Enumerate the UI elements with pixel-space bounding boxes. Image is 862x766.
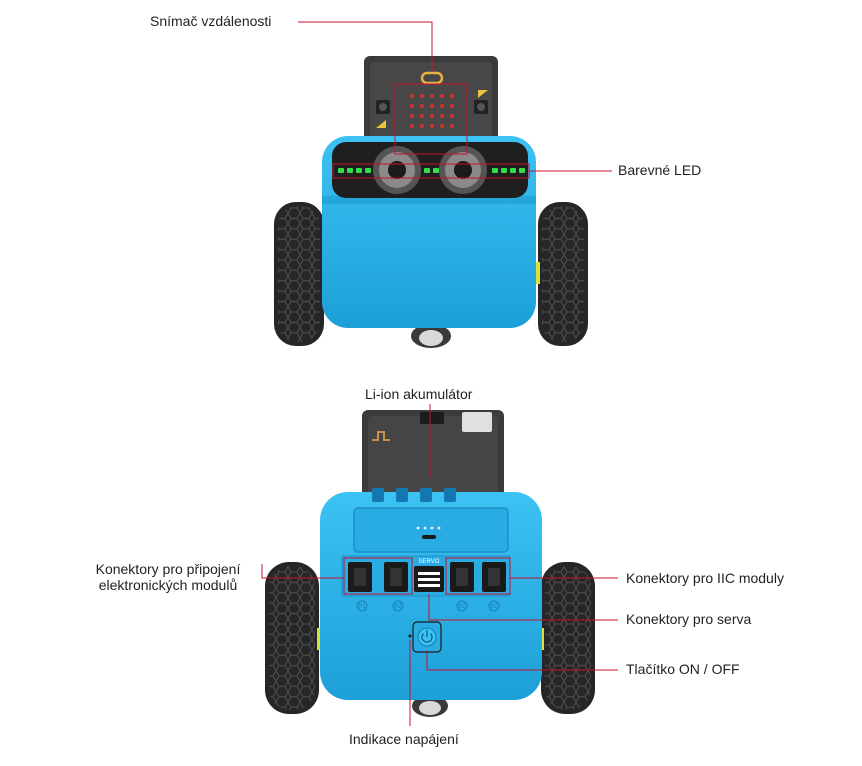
leader-lines — [261, 21, 618, 726]
battery-window — [353, 507, 509, 553]
left-wheel-front — [274, 202, 330, 346]
leader-power-button — [426, 650, 618, 671]
right-wheel-rear — [536, 562, 595, 714]
leader-servo — [428, 594, 618, 621]
port-p1 — [348, 562, 372, 592]
highlight-sensor-top — [394, 83, 468, 155]
label-power-button: Tlačítko ON / OFF — [626, 661, 740, 677]
usb-port — [422, 535, 436, 539]
power-indicator-led — [408, 634, 412, 638]
highlight-iic-ports — [445, 557, 511, 595]
servo-port-label: SERVO — [419, 559, 440, 565]
connector-panel: SERVO — [341, 555, 511, 597]
led-matrix — [410, 94, 454, 128]
servo-pins: SERVO — [414, 559, 444, 592]
leader-distance-sensor — [298, 21, 433, 72]
right-wheel-front — [532, 202, 588, 346]
power-button-icon — [412, 621, 442, 653]
robot-front-view — [274, 56, 588, 348]
port-mark-4: IIC — [490, 604, 498, 610]
robot-rear-view: SERVO P1 P2 IIC IIC — [265, 410, 595, 717]
port-iic-1 — [450, 562, 474, 592]
label-color-led: Barevné LED — [618, 162, 702, 178]
port-mark-2: P2 — [394, 604, 402, 610]
rgb-led-strip — [338, 168, 525, 173]
label-power-indicator: Indikace napájení — [349, 731, 459, 747]
label-module-connectors-line2: elektronických modulů — [98, 577, 238, 593]
port-mark-3: IIC — [458, 604, 466, 610]
port-iic-2 — [482, 562, 506, 592]
label-module-connectors: Konektory pro připojení elektronických m… — [70, 561, 266, 593]
left-wheel-rear — [265, 562, 325, 714]
label-battery: Li-ion akumulátor — [365, 386, 473, 402]
label-module-connectors-line1: Konektory pro připojení — [95, 561, 241, 577]
label-distance-sensor: Snímač vzdálenosti — [150, 13, 272, 29]
leader-module-connectors — [261, 564, 344, 579]
port-p2 — [384, 562, 408, 592]
microbit-board — [364, 56, 498, 148]
label-iic-connectors: Konektory pro IIC moduly — [626, 570, 784, 586]
label-servo-connectors: Konektory pro serva — [626, 611, 752, 627]
battery-board — [362, 410, 504, 506]
port-mark-1: P1 — [358, 604, 366, 610]
highlight-module-ports — [343, 557, 413, 595]
